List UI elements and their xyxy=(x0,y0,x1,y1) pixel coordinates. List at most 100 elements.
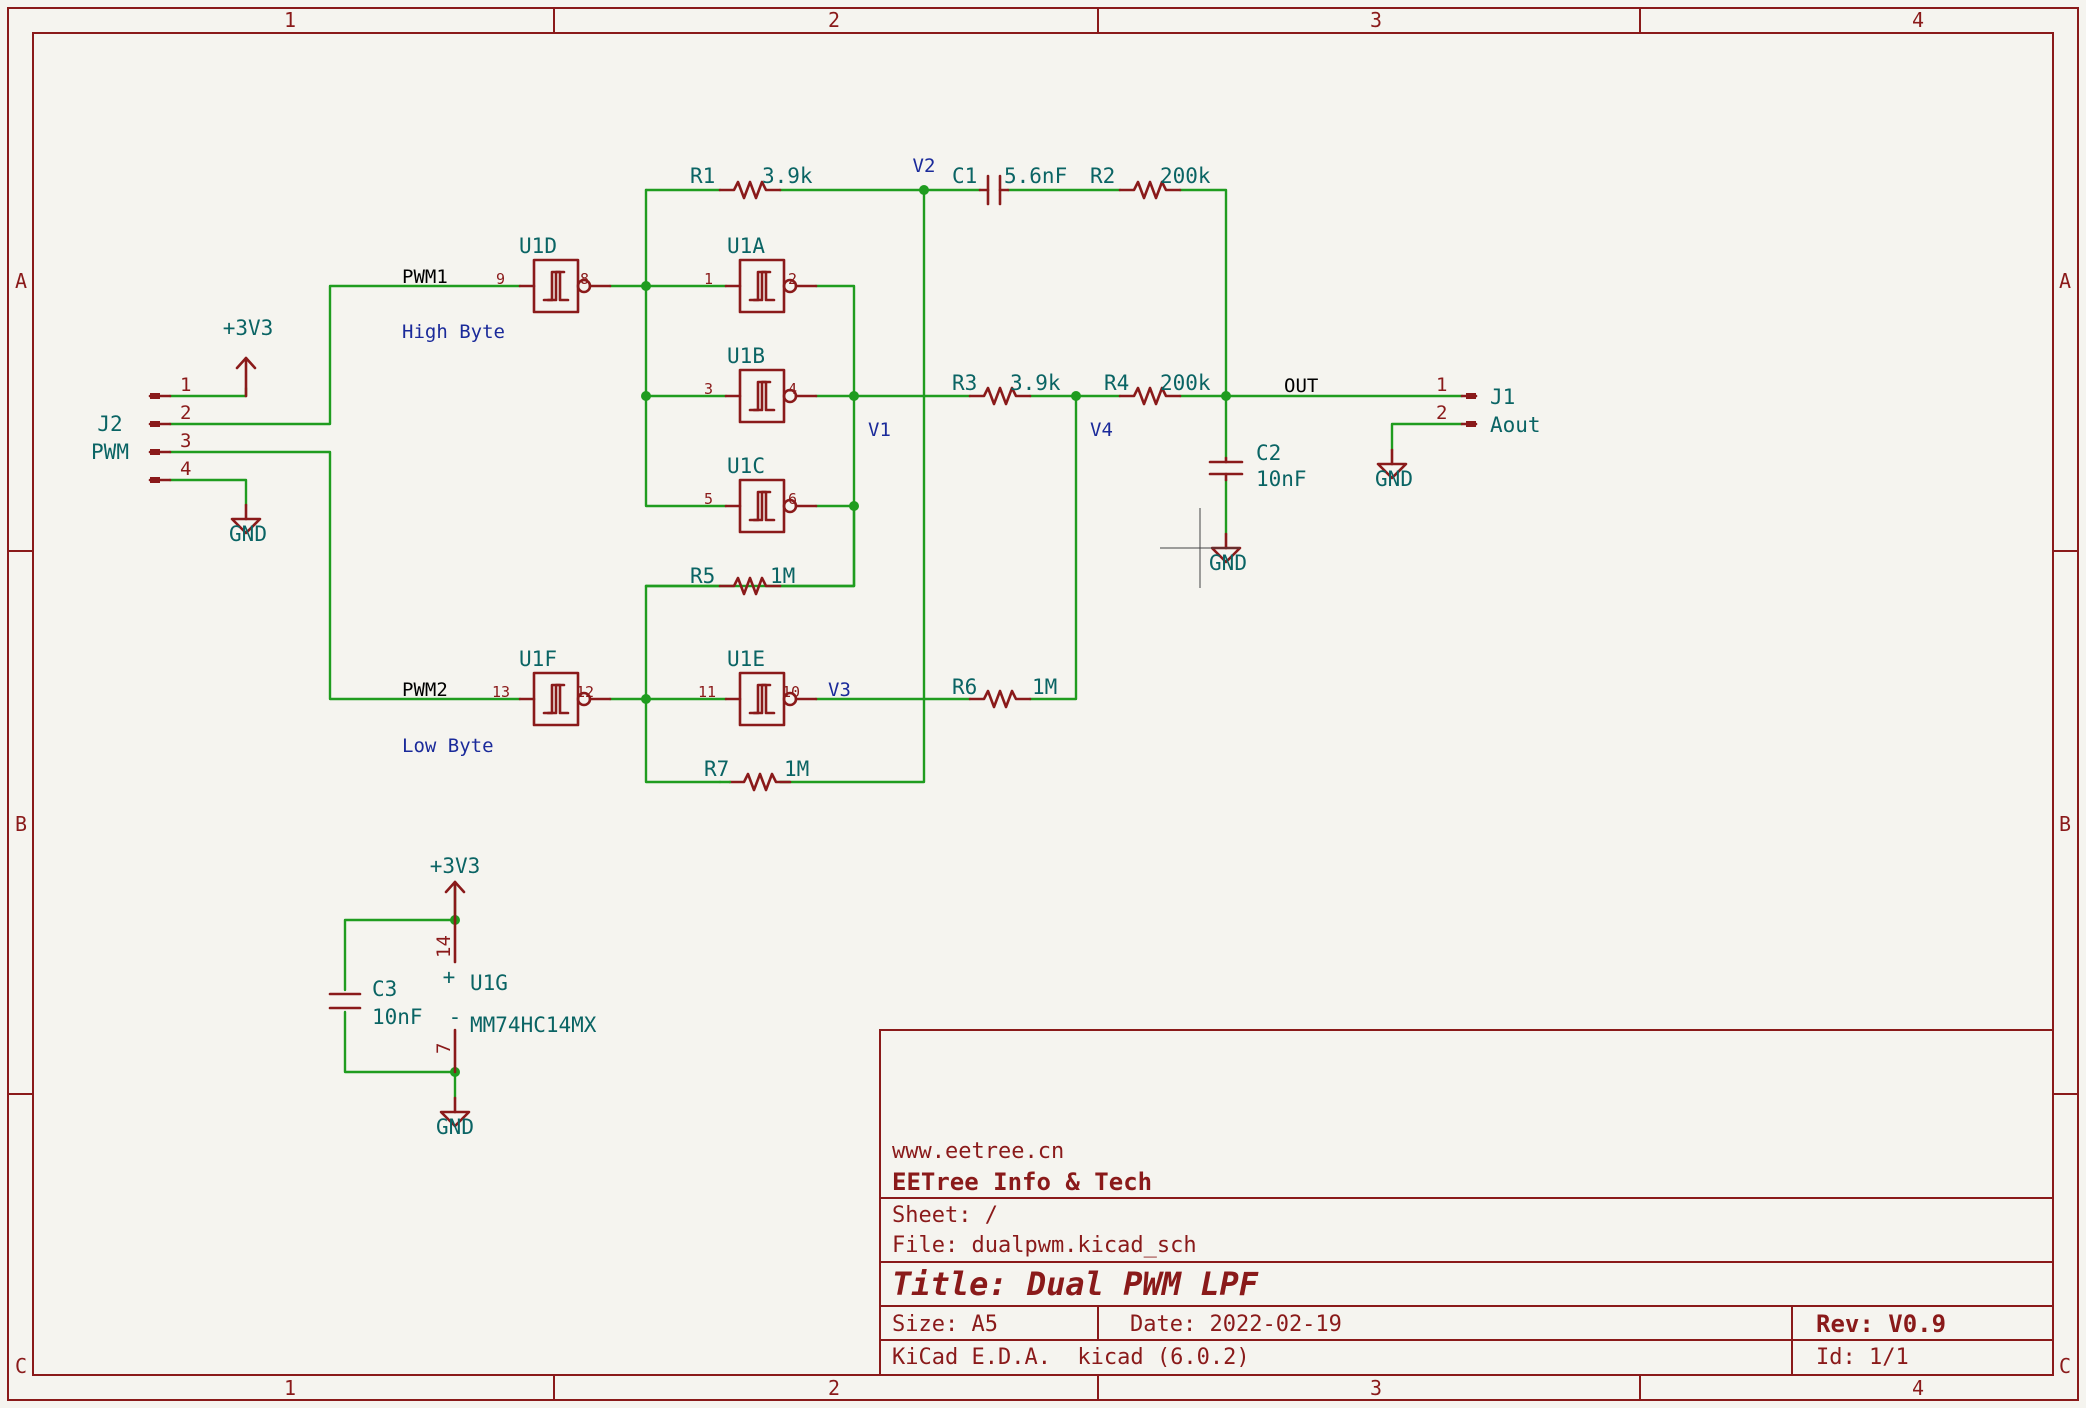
zone-row-a-left: A xyxy=(15,269,27,293)
zone-col-3-top: 3 xyxy=(1370,8,1382,32)
capacitor-c1-ref: C1 xyxy=(952,164,977,188)
net-label-v3: V3 xyxy=(828,679,851,701)
gate-u1d[interactable]: U1D 9 8 xyxy=(496,234,612,314)
resistor-r5-value: 1M xyxy=(770,564,795,588)
gate-u1d-ref: U1D xyxy=(519,234,557,258)
title-block-title: Title: Dual PWM LPF xyxy=(892,1265,1259,1303)
zone-row-a-right: A xyxy=(2059,269,2071,293)
capacitor-c2[interactable]: C2 10nF xyxy=(1208,441,1307,491)
power-gnd-c2: GND xyxy=(1209,532,1247,575)
gate-u1f-ref: U1F xyxy=(519,647,557,671)
title-block-file: File: dualpwm.kicad_sch xyxy=(892,1233,1197,1258)
capacitor-c3[interactable]: C3 10nF xyxy=(328,977,423,1029)
title-block-id: Id: 1/1 xyxy=(1816,1345,1909,1370)
note-low-byte: Low Byte xyxy=(402,735,494,757)
resistor-r2-value: 200k xyxy=(1160,164,1211,188)
capacitor-c2-value: 10nF xyxy=(1256,467,1307,491)
resistor-r2-ref: R2 xyxy=(1090,164,1115,188)
gate-u1a[interactable]: U1A 1 2 xyxy=(704,234,818,314)
j1-pin-2: 2 xyxy=(1436,402,1447,424)
resistor-r7-ref: R7 xyxy=(704,757,729,781)
power-gnd-c2-label: GND xyxy=(1209,551,1247,575)
zone-row-c-left: C xyxy=(15,1354,27,1378)
resistor-r6[interactable]: R6 1M xyxy=(952,675,1057,709)
gate-u1f[interactable]: U1F 13 12 xyxy=(492,647,612,727)
j2-pin-3: 3 xyxy=(180,430,191,452)
resistor-r1[interactable]: R1 3.9k xyxy=(690,164,813,200)
junctions xyxy=(450,185,1231,1077)
title-block-rev: Rev: V0.9 xyxy=(1816,1310,1946,1338)
gate-u1a-ref: U1A xyxy=(727,234,765,258)
resistor-r1-ref: R1 xyxy=(690,164,715,188)
gate-u1g-value: MM74HC14MX xyxy=(470,1013,597,1037)
j1-value: Aout xyxy=(1490,413,1541,437)
net-label-v1: V1 xyxy=(868,419,891,441)
resistor-r4-ref: R4 xyxy=(1104,371,1129,395)
gate-u1e[interactable]: U1E 11 10 xyxy=(698,647,818,727)
title-block-size: Size: A5 xyxy=(892,1312,998,1337)
zone-col-4-top: 4 xyxy=(1912,8,1924,32)
power-gnd-u1g-label: GND xyxy=(436,1115,474,1139)
gate-u1e-pin-in: 11 xyxy=(698,683,716,701)
power-3v3-u1g-label: +3V3 xyxy=(430,854,481,878)
gate-u1b[interactable]: U1B 3 4 xyxy=(704,344,818,424)
power-3v3-u1g: +3V3 xyxy=(430,854,481,922)
gate-u1a-pin-out: 2 xyxy=(788,270,797,288)
gate-u1c[interactable]: U1C 5 6 xyxy=(704,454,818,534)
gate-u1f-pin-out: 12 xyxy=(576,683,594,701)
net-label-pwm2: PWM2 xyxy=(402,679,448,701)
power-gnd-j1: GND xyxy=(1375,448,1413,491)
zone-col-4-bottom: 4 xyxy=(1912,1376,1924,1400)
resistor-r5-ref: R5 xyxy=(690,564,715,588)
resistor-r6-value: 1M xyxy=(1032,675,1057,699)
gate-u1d-pin-out: 8 xyxy=(580,270,589,288)
gate-u1b-pin-out: 4 xyxy=(788,380,797,398)
zone-col-1-bottom: 1 xyxy=(284,1376,296,1400)
connector-j2[interactable]: 1 2 3 4 J2 PWM xyxy=(91,374,191,483)
zone-row-b-right: B xyxy=(2059,812,2071,836)
j2-pin-1: 1 xyxy=(180,374,191,396)
gate-u1e-ref: U1E xyxy=(727,647,765,671)
gate-u1f-pin-in: 13 xyxy=(492,683,510,701)
resistor-r3-value: 3.9k xyxy=(1010,371,1061,395)
title-block: www.eetree.cn EETree Info & Tech Sheet: … xyxy=(879,1029,2054,1376)
capacitor-c1[interactable]: C1 5.6nF xyxy=(952,164,1067,206)
title-block-url: www.eetree.cn xyxy=(892,1139,1064,1164)
j2-pin-2: 2 xyxy=(180,402,191,424)
gate-u1e-pin-out: 10 xyxy=(782,683,800,701)
cursor-crosshair-icon xyxy=(1160,508,1240,588)
power-gnd-u1g: GND xyxy=(436,1096,474,1139)
resistor-r4[interactable]: R4 200k xyxy=(1104,371,1211,406)
zone-row-c-right: C xyxy=(2059,1354,2071,1378)
note-high-byte: High Byte xyxy=(402,321,505,343)
zone-col-2-top: 2 xyxy=(828,8,840,32)
power-gnd-j2: GND xyxy=(229,503,267,546)
j2-ref: J2 xyxy=(97,412,122,436)
net-label-pwm1: PWM1 xyxy=(402,266,448,288)
capacitor-c3-ref: C3 xyxy=(372,977,397,1001)
title-block-tool: KiCad E.D.A. kicad (6.0.2) xyxy=(892,1345,1250,1370)
power-3v3-j2-label: +3V3 xyxy=(223,316,274,340)
net-label-v4: V4 xyxy=(1090,419,1113,441)
gate-u1a-pin-in: 1 xyxy=(704,270,713,288)
zone-col-2-bottom: 2 xyxy=(828,1376,840,1400)
resistor-r1-value: 3.9k xyxy=(762,164,813,188)
resistor-r5[interactable]: R5 1M xyxy=(690,564,795,596)
resistor-r2[interactable]: R2 200k xyxy=(1090,164,1211,200)
net-label-v2: V2 xyxy=(913,155,936,177)
resistor-r4-value: 200k xyxy=(1160,371,1211,395)
gate-u1c-ref: U1C xyxy=(727,454,765,478)
connector-j1[interactable]: 1 2 J1 Aout xyxy=(1436,374,1541,437)
title-block-date: Date: 2022-02-19 xyxy=(1130,1312,1342,1337)
gate-u1b-pin-in: 3 xyxy=(704,380,713,398)
resistor-r3[interactable]: R3 3.9k xyxy=(952,371,1061,406)
resistor-r7-value: 1M xyxy=(784,757,809,781)
title-block-company: EETree Info & Tech xyxy=(892,1168,1152,1196)
zone-row-b-left: B xyxy=(15,812,27,836)
resistor-r3-ref: R3 xyxy=(952,371,977,395)
gate-u1g[interactable]: 14 7 + - U1G MM74HC14MX xyxy=(433,918,597,1074)
gate-u1d-pin-in: 9 xyxy=(496,270,505,288)
resistor-r7[interactable]: R7 1M xyxy=(704,757,809,792)
capacitor-c2-ref: C2 xyxy=(1256,441,1281,465)
